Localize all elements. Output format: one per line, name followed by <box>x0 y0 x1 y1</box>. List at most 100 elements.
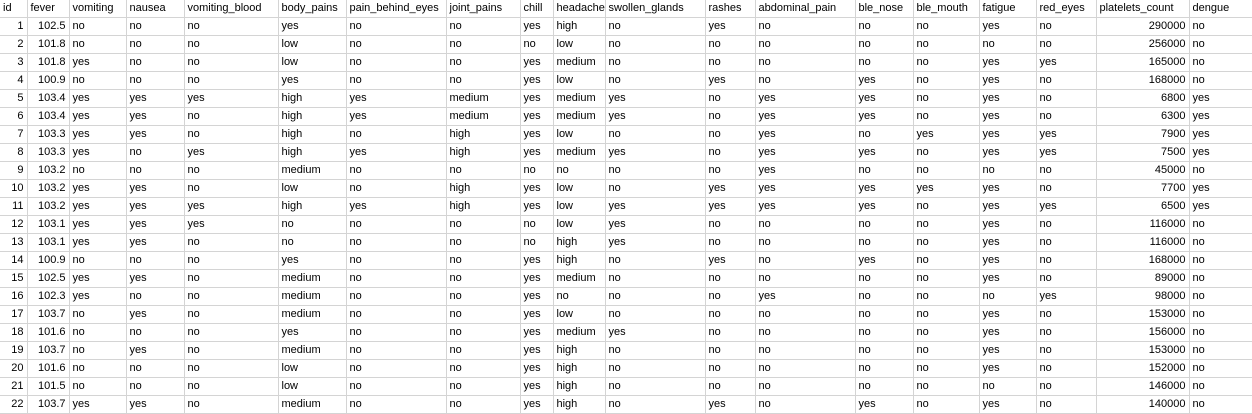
cell-fever[interactable]: 102.5 <box>27 17 70 36</box>
cell-swollen-glands[interactable]: no <box>605 161 706 180</box>
cell-ble-nose[interactable]: yes <box>855 107 914 126</box>
cell-chill[interactable]: yes <box>520 251 554 270</box>
cell-swollen-glands[interactable]: no <box>605 71 706 90</box>
cell-chill[interactable]: yes <box>520 341 554 360</box>
cell-pain-behind-eyes[interactable]: no <box>346 251 447 270</box>
cell-vomiting-blood[interactable]: yes <box>184 143 279 162</box>
cell-headache[interactable]: high <box>553 359 606 378</box>
cell-ble-nose[interactable]: no <box>855 17 914 36</box>
cell-pain-behind-eyes[interactable]: yes <box>346 107 447 126</box>
cell-fatigue[interactable]: yes <box>979 179 1037 198</box>
cell-platelets-count[interactable]: 7500 <box>1096 143 1190 162</box>
cell-pain-behind-eyes[interactable]: no <box>346 395 447 414</box>
cell-headache[interactable]: no <box>553 161 606 180</box>
cell-rashes[interactable]: yes <box>705 395 756 414</box>
cell-joint-pains[interactable]: no <box>446 323 521 342</box>
cell-ble-mouth[interactable]: no <box>913 143 980 162</box>
cell-nausea[interactable]: yes <box>126 269 185 288</box>
cell-chill[interactable]: yes <box>520 197 554 216</box>
cell-pain-behind-eyes[interactable]: no <box>346 17 447 36</box>
cell-body-pains[interactable]: yes <box>278 323 347 342</box>
cell-dengue[interactable]: no <box>1189 305 1252 324</box>
cell-platelets-count[interactable]: 7700 <box>1096 179 1190 198</box>
cell-joint-pains[interactable]: no <box>446 71 521 90</box>
cell-abdominal-pain[interactable]: no <box>755 377 856 396</box>
cell-nausea[interactable]: no <box>126 71 185 90</box>
cell-vomiting[interactable]: no <box>69 305 127 324</box>
cell-chill[interactable]: yes <box>520 287 554 306</box>
cell-vomiting-blood[interactable]: no <box>184 35 279 54</box>
cell-body-pains[interactable]: high <box>278 143 347 162</box>
cell-fatigue[interactable]: yes <box>979 341 1037 360</box>
cell-ble-nose[interactable]: no <box>855 323 914 342</box>
cell-dengue[interactable]: no <box>1189 287 1252 306</box>
cell-ble-mouth[interactable]: yes <box>913 125 980 144</box>
cell-rashes[interactable]: no <box>705 107 756 126</box>
cell-joint-pains[interactable]: high <box>446 125 521 144</box>
column-header-headache[interactable]: headache <box>553 0 606 18</box>
cell-fever[interactable]: 103.3 <box>27 125 70 144</box>
cell-vomiting-blood[interactable]: no <box>184 17 279 36</box>
cell-fever[interactable]: 102.3 <box>27 287 70 306</box>
column-header-fever[interactable]: fever <box>27 0 70 18</box>
cell-abdominal-pain[interactable]: no <box>755 359 856 378</box>
cell-ble-mouth[interactable]: no <box>913 161 980 180</box>
cell-platelets-count[interactable]: 168000 <box>1096 71 1190 90</box>
cell-vomiting-blood[interactable]: no <box>184 125 279 144</box>
cell-dengue[interactable]: no <box>1189 233 1252 252</box>
cell-headache[interactable]: high <box>553 395 606 414</box>
cell-vomiting-blood[interactable]: no <box>184 287 279 306</box>
cell-headache[interactable]: medium <box>553 107 606 126</box>
cell-chill[interactable]: yes <box>520 71 554 90</box>
cell-swollen-glands[interactable]: no <box>605 35 706 54</box>
cell-headache[interactable]: low <box>553 179 606 198</box>
cell-chill[interactable]: yes <box>520 179 554 198</box>
cell-ble-mouth[interactable]: no <box>913 251 980 270</box>
cell-platelets-count[interactable]: 6800 <box>1096 89 1190 108</box>
cell-fever[interactable]: 103.7 <box>27 395 70 414</box>
cell-platelets-count[interactable]: 6500 <box>1096 197 1190 216</box>
cell-vomiting-blood[interactable]: no <box>184 53 279 72</box>
cell-dengue[interactable]: no <box>1189 341 1252 360</box>
cell-vomiting[interactable]: no <box>69 359 127 378</box>
cell-pain-behind-eyes[interactable]: no <box>346 35 447 54</box>
cell-vomiting-blood[interactable]: yes <box>184 215 279 234</box>
cell-chill[interactable]: no <box>520 215 554 234</box>
cell-red-eyes[interactable]: no <box>1036 377 1097 396</box>
cell-ble-mouth[interactable]: no <box>913 197 980 216</box>
cell-ble-nose[interactable]: no <box>855 233 914 252</box>
cell-ble-nose[interactable]: no <box>855 341 914 360</box>
cell-abdominal-pain[interactable]: no <box>755 17 856 36</box>
cell-joint-pains[interactable]: high <box>446 143 521 162</box>
cell-fever[interactable]: 101.6 <box>27 323 70 342</box>
cell-id[interactable]: 4 <box>0 71 28 90</box>
column-header-body-pains[interactable]: body_pains <box>278 0 347 18</box>
cell-platelets-count[interactable]: 153000 <box>1096 305 1190 324</box>
cell-swollen-glands[interactable]: no <box>605 269 706 288</box>
cell-vomiting-blood[interactable]: no <box>184 107 279 126</box>
cell-red-eyes[interactable]: no <box>1036 107 1097 126</box>
cell-vomiting[interactable]: yes <box>69 215 127 234</box>
cell-fatigue[interactable]: yes <box>979 215 1037 234</box>
cell-headache[interactable]: medium <box>553 143 606 162</box>
cell-fever[interactable]: 103.2 <box>27 161 70 180</box>
cell-pain-behind-eyes[interactable]: yes <box>346 197 447 216</box>
cell-ble-mouth[interactable]: no <box>913 215 980 234</box>
cell-headache[interactable]: high <box>553 377 606 396</box>
cell-platelets-count[interactable]: 7900 <box>1096 125 1190 144</box>
column-header-id[interactable]: id <box>0 0 28 18</box>
cell-fever[interactable]: 102.5 <box>27 269 70 288</box>
cell-ble-mouth[interactable]: yes <box>913 179 980 198</box>
cell-red-eyes[interactable]: no <box>1036 323 1097 342</box>
cell-vomiting[interactable]: no <box>69 323 127 342</box>
cell-abdominal-pain[interactable]: yes <box>755 197 856 216</box>
cell-headache[interactable]: low <box>553 215 606 234</box>
cell-id[interactable]: 5 <box>0 89 28 108</box>
cell-vomiting-blood[interactable]: no <box>184 341 279 360</box>
cell-rashes[interactable]: yes <box>705 197 756 216</box>
cell-body-pains[interactable]: no <box>278 233 347 252</box>
cell-headache[interactable]: no <box>553 287 606 306</box>
cell-headache[interactable]: low <box>553 125 606 144</box>
cell-red-eyes[interactable]: no <box>1036 215 1097 234</box>
cell-rashes[interactable]: no <box>705 161 756 180</box>
